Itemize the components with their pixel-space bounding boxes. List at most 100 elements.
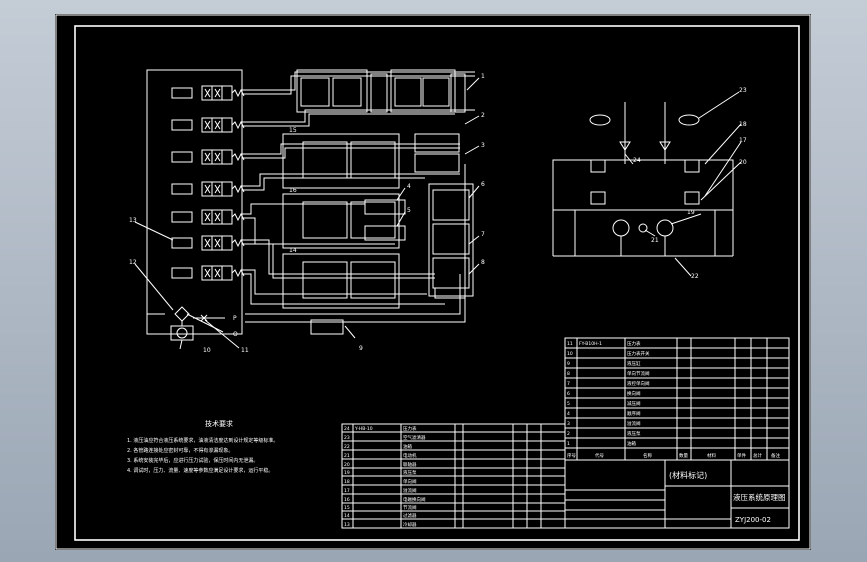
inner-frame (74, 25, 800, 541)
callout-16: 16 (289, 187, 297, 194)
svg-text:液控单向阀: 液控单向阀 (627, 380, 650, 387)
svg-text:备注: 备注 (771, 452, 780, 459)
svg-text:溢流阀: 溢流阀 (403, 487, 417, 494)
drawing-sheet: 1 2 3 4 5 6 7 8 9 15 16 14 13 12 10 11 P… (55, 14, 811, 550)
callout-23: 23 (739, 87, 747, 94)
svg-text:5: 5 (567, 401, 570, 407)
svg-text:压力表: 压力表 (627, 340, 641, 347)
callout-12: 12 (129, 259, 137, 266)
svg-text:总计: 总计 (753, 452, 762, 459)
svg-text:液压泵: 液压泵 (627, 430, 641, 437)
valve-manifold (146, 69, 245, 335)
svg-text:压力表开关: 压力表开关 (627, 350, 650, 357)
svg-text:名称: 名称 (643, 452, 652, 459)
svg-text:Y-HB-10: Y-HB-10 (354, 426, 373, 432)
tech-req-item-3: 3. 系统安装完毕后，应进行压力试验，保压时间内无泄漏。 (127, 457, 258, 464)
svg-text:24: 24 (344, 426, 350, 432)
tech-req-title: 技术要求 (205, 419, 233, 428)
callout-3: 3 (481, 142, 485, 149)
callout-9: 9 (359, 345, 363, 352)
svg-text:材料: 材料 (707, 452, 716, 459)
technical-requirements: 技术要求 1. 液压油应符合液压系统要求，油液清洁度达到设计规定等级标准。 2.… (127, 419, 278, 474)
schematic-svg: 1 2 3 4 5 6 7 8 9 15 16 14 13 12 10 11 P… (55, 14, 811, 550)
svg-text:空气滤清器: 空气滤清器 (403, 434, 426, 441)
callout-19: 19 (687, 209, 695, 216)
callout-14: 14 (289, 247, 297, 254)
svg-text:17: 17 (344, 488, 350, 494)
svg-text:4: 4 (567, 411, 570, 417)
callout-1: 1 (481, 73, 485, 80)
title-block: 序号 代号 名称 数量 材料 单件 总计 备注 (材料标记) 液压系统原理图 Z… (564, 447, 790, 529)
svg-text:过滤器: 过滤器 (403, 512, 417, 519)
callout-6: 6 (481, 181, 485, 188)
svg-text:3: 3 (567, 421, 570, 427)
svg-text:联轴器: 联轴器 (403, 461, 417, 468)
svg-text:13: 13 (344, 522, 350, 528)
parts-list-lower: 24 Y-HB-10 压力表 23 空气滤清器 22 油箱 21 电动机 20 联轴器 19… (341, 423, 566, 529)
svg-text:电动机: 电动机 (403, 452, 417, 459)
svg-text:11: 11 (567, 341, 573, 347)
svg-text:2: 2 (567, 431, 570, 437)
svg-text:代号: 代号 (595, 452, 604, 459)
callout-13: 13 (129, 217, 137, 224)
valve-stacks (282, 69, 474, 335)
svg-text:电磁换向阀: 电磁换向阀 (403, 496, 426, 503)
svg-text:油箱: 油箱 (403, 443, 412, 450)
tech-req-item-2: 2. 各管路连接处应密封可靠，不得有渗漏现象。 (127, 447, 233, 454)
callout-2: 2 (481, 112, 485, 119)
material-mark: (材料标记) (669, 470, 707, 480)
svg-text:6: 6 (567, 391, 570, 397)
svg-text:8: 8 (567, 371, 570, 377)
svg-text:16: 16 (344, 497, 350, 503)
svg-text:序号: 序号 (567, 452, 576, 459)
svg-text:油箱: 油箱 (627, 440, 636, 447)
svg-text:10: 10 (567, 351, 573, 357)
callout-7: 7 (481, 231, 485, 238)
callout-20: 20 (739, 159, 747, 166)
callout-4: 4 (407, 183, 411, 190)
callout-18: 18 (739, 121, 747, 128)
drawing-title: 液压系统原理图 (733, 492, 786, 502)
callouts-right: 23 18 17 20 19 24 21 22 (633, 87, 747, 280)
drawing-number: ZYJ200-02 (735, 516, 771, 524)
svg-text:19: 19 (344, 470, 350, 476)
callout-22: 22 (691, 273, 699, 280)
svg-text:节流阀: 节流阀 (403, 504, 417, 511)
callout-21: 21 (651, 237, 659, 244)
svg-text:减压阀: 减压阀 (627, 400, 641, 407)
svg-text:液压泵: 液压泵 (403, 469, 417, 476)
callout-10: 10 (203, 347, 211, 354)
tech-req-item-1: 1. 液压油应符合液压系统要求，油液清洁度达到设计规定等级标准。 (127, 437, 278, 444)
svg-text:22: 22 (344, 444, 350, 450)
pump-station (552, 91, 742, 277)
svg-text:单向节流阀: 单向节流阀 (627, 370, 650, 377)
leader-lines-left (134, 77, 480, 350)
callout-24: 24 (633, 157, 641, 164)
svg-text:液压缸: 液压缸 (627, 360, 641, 367)
svg-text:单向阀: 单向阀 (403, 478, 417, 485)
svg-text:单件: 单件 (737, 452, 746, 459)
pipe-bundle (146, 71, 475, 332)
callout-15: 15 (289, 127, 297, 134)
callout-17: 17 (739, 137, 747, 144)
svg-text:压力表: 压力表 (403, 425, 417, 432)
callout-8: 8 (481, 259, 485, 266)
callout-5: 5 (407, 207, 411, 214)
svg-text:冷却器: 冷却器 (403, 521, 417, 528)
callout-11: 11 (241, 347, 249, 354)
svg-text:23: 23 (344, 435, 350, 441)
label-p: P (233, 315, 237, 322)
tech-req-item-4: 4. 调试时，压力、流量、速度等参数应满足设计要求，运行平稳。 (127, 467, 273, 474)
svg-text:15: 15 (344, 505, 350, 511)
svg-text:1: 1 (567, 441, 570, 447)
svg-text:21: 21 (344, 453, 350, 459)
svg-text:溢流阀: 溢流阀 (627, 420, 641, 427)
svg-text:FY-B10H-1: FY-B10H-1 (579, 341, 602, 347)
svg-text:9: 9 (567, 361, 570, 367)
svg-text:数量: 数量 (679, 452, 688, 459)
outer-frame (55, 14, 811, 550)
svg-text:换向阀: 换向阀 (627, 390, 641, 397)
svg-text:20: 20 (344, 462, 350, 468)
callouts-left: 1 2 3 4 5 6 7 8 9 15 16 14 13 12 10 11 P… (129, 73, 485, 354)
